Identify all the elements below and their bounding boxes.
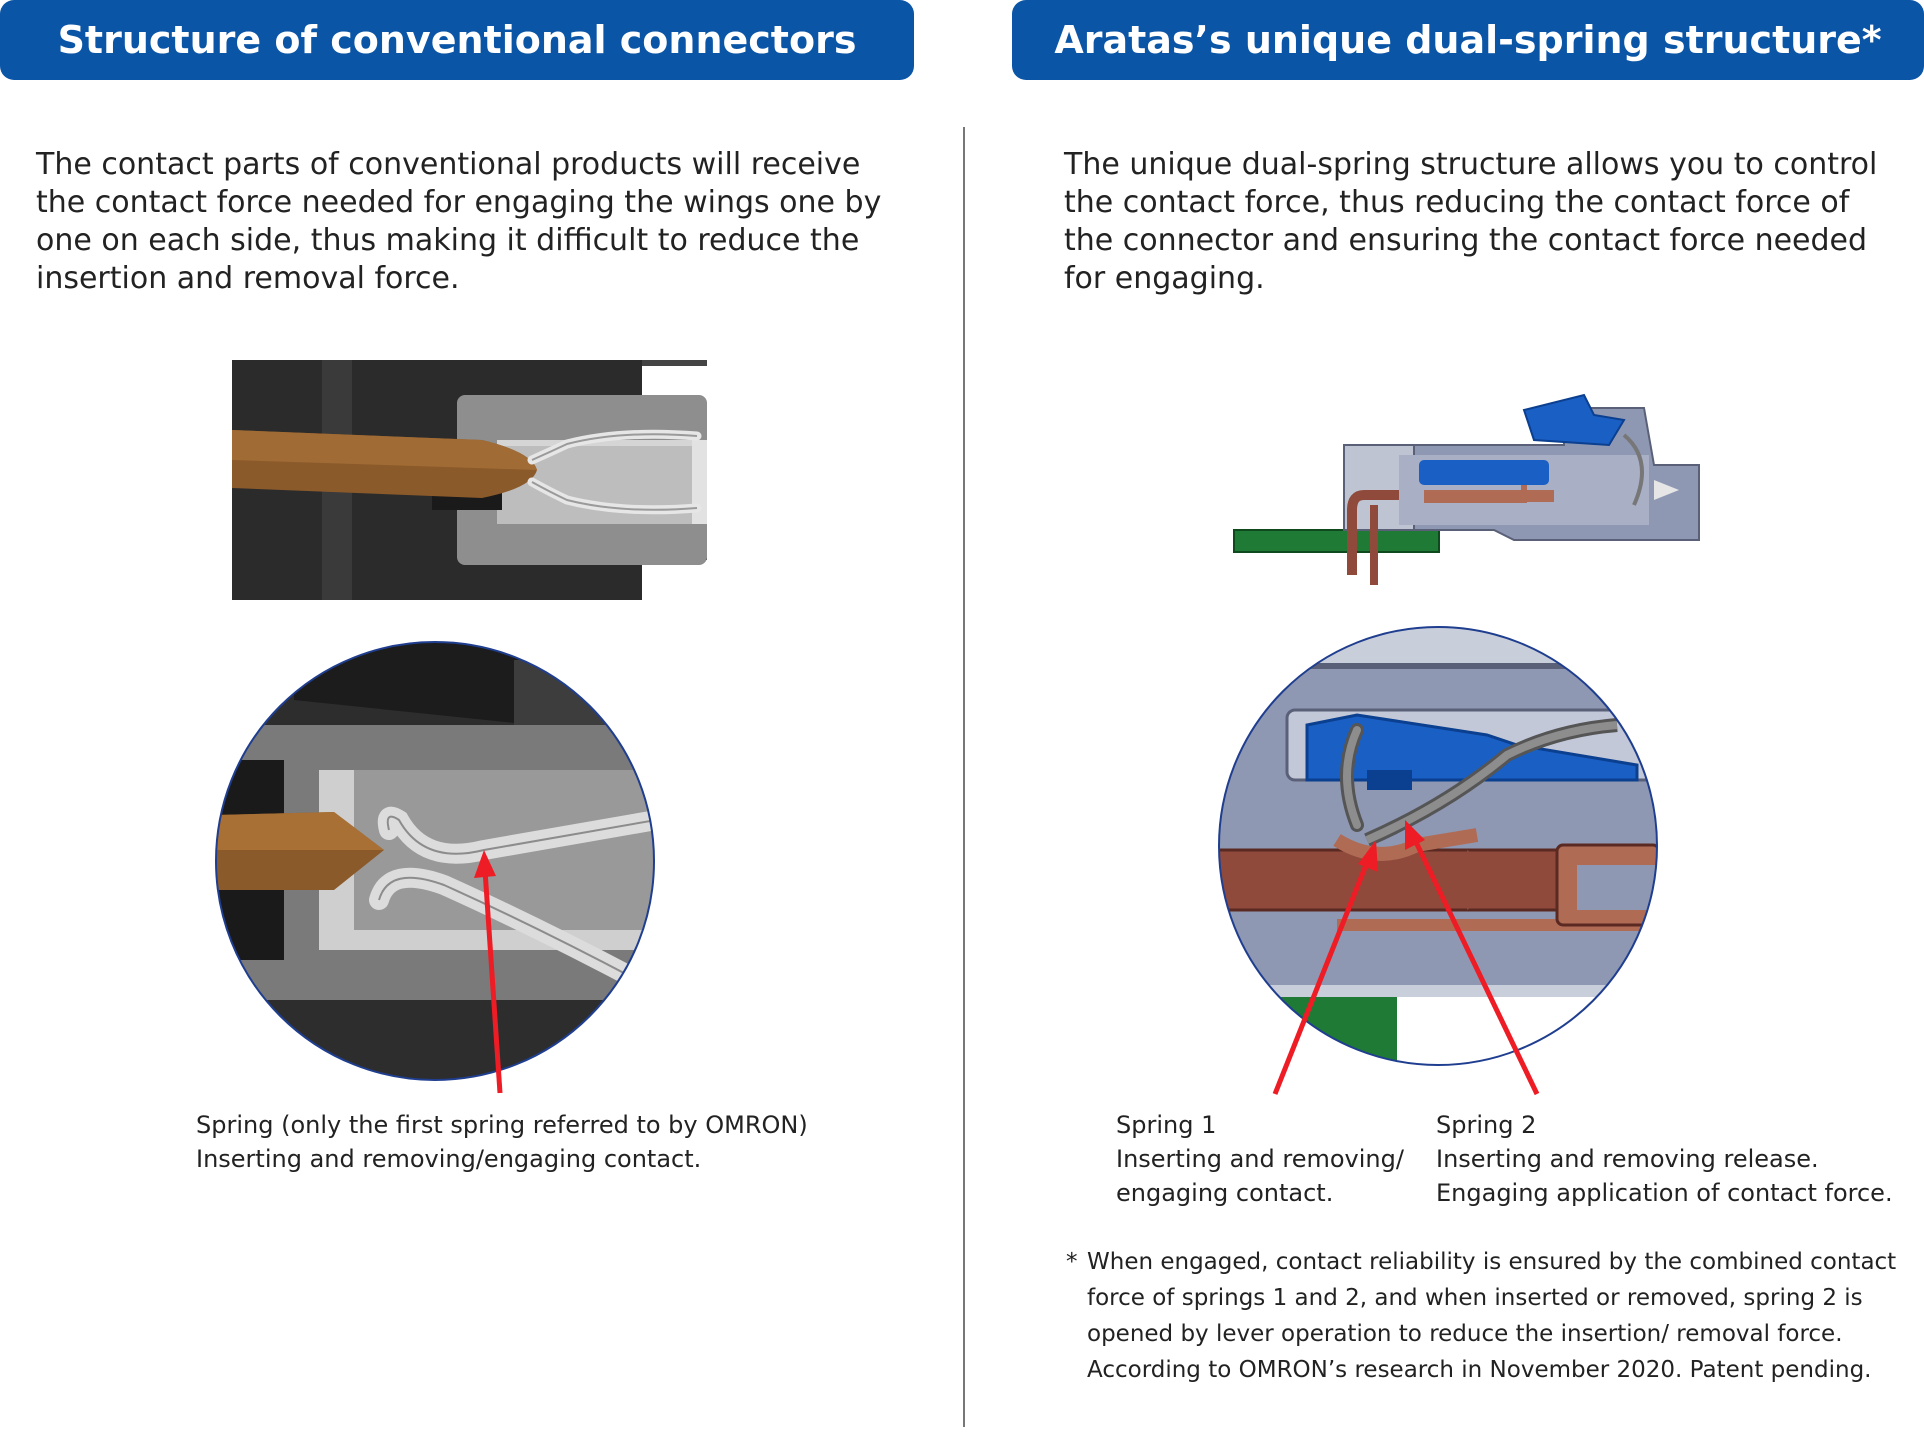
spring2-caption: Spring 2 Inserting and removing release.… (1436, 1108, 1893, 1210)
footnote-text: When engaged, contact reliability is ens… (1087, 1249, 1897, 1383)
conventional-connector-section-image (232, 360, 707, 600)
left-caption-line1: Spring (only the first spring referred t… (196, 1111, 808, 1139)
spring1-caption: Spring 1 Inserting and removing/ engagin… (1116, 1108, 1404, 1210)
spring1-caption-line1: Spring 1 (1116, 1111, 1217, 1139)
dual-spring-connector-image (1233, 393, 1700, 585)
spring2-caption-line1: Spring 2 (1436, 1111, 1537, 1139)
spring1-caption-line2: Inserting and removing/ (1116, 1145, 1404, 1173)
left-caption-line2: Inserting and removing/engaging contact. (196, 1145, 702, 1173)
right-panel-title: Aratas’s unique dual-spring structure* (1012, 0, 1924, 80)
left-intro-text: The contact parts of conventional produc… (36, 147, 882, 296)
dual-spring-zoom-image (1218, 626, 1658, 1066)
panel-divider (963, 127, 965, 1427)
footnote-asterisk: * (1066, 1249, 1078, 1275)
spring2-caption-line3: Engaging application of contact force. (1436, 1179, 1893, 1207)
patent-footnote: * When engaged, contact reliability is e… (1066, 1244, 1906, 1388)
spring2-caption-line2: Inserting and removing release. (1436, 1145, 1819, 1173)
left-spring-caption: Spring (only the first spring referred t… (196, 1108, 808, 1176)
left-panel-title: Structure of conventional connectors (0, 0, 914, 80)
spring1-caption-line3: engaging contact. (1116, 1179, 1334, 1207)
right-intro-text: The unique dual-spring structure allows … (1064, 147, 1878, 296)
